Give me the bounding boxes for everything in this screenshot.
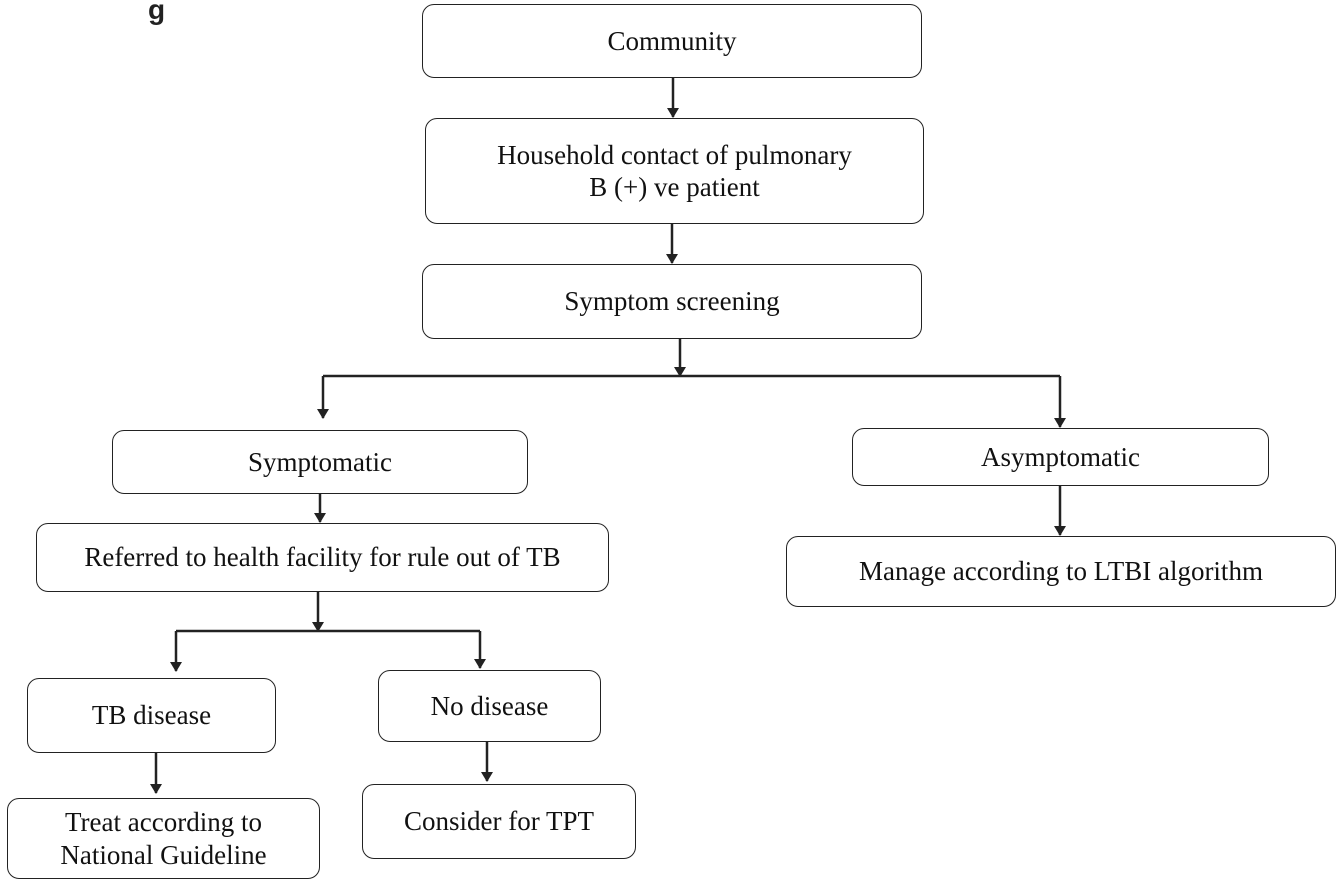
node-household-contact-line2: B (+) ve patient: [589, 172, 760, 202]
node-asymptomatic-label: Asymptomatic: [981, 441, 1140, 472]
node-treat-guideline-line2: National Guideline: [60, 839, 267, 870]
node-consider-tpt-label: Consider for TPT: [404, 806, 594, 837]
node-tb-disease-label: TB disease: [91, 700, 212, 731]
node-manage-ltbi-label: Manage according to LTBI algorithm: [859, 556, 1263, 587]
node-asymptomatic: Asymptomatic: [852, 428, 1269, 486]
node-manage-ltbi: Manage according to LTBI algorithm: [786, 536, 1336, 607]
node-referred: Referred to health facility for rule out…: [36, 523, 609, 592]
node-household-contact-line1: Household contact of pulmonary: [497, 139, 852, 170]
node-no-disease: No disease: [378, 670, 601, 742]
node-symptomatic-label: Symptomatic: [248, 446, 392, 477]
node-community-label: Community: [607, 25, 737, 56]
node-household-contact: Household contact of pulmonary B (+) ve …: [425, 118, 924, 224]
node-treat-guideline-line1: Treat according to: [65, 807, 262, 838]
node-consider-tpt: Consider for TPT: [362, 784, 636, 859]
node-symptom-screening-label: Symptom screening: [564, 286, 780, 317]
node-treat-guideline: Treat according to National Guideline: [7, 798, 320, 879]
cropped-title-fragment: g: [148, 0, 166, 25]
node-tb-disease: TB disease: [27, 678, 276, 753]
node-referred-label: Referred to health facility for rule out…: [84, 542, 561, 573]
node-community: Community: [422, 4, 922, 78]
node-no-disease-label: No disease: [430, 690, 549, 721]
node-symptom-screening: Symptom screening: [422, 264, 922, 339]
node-symptomatic: Symptomatic: [112, 430, 528, 494]
